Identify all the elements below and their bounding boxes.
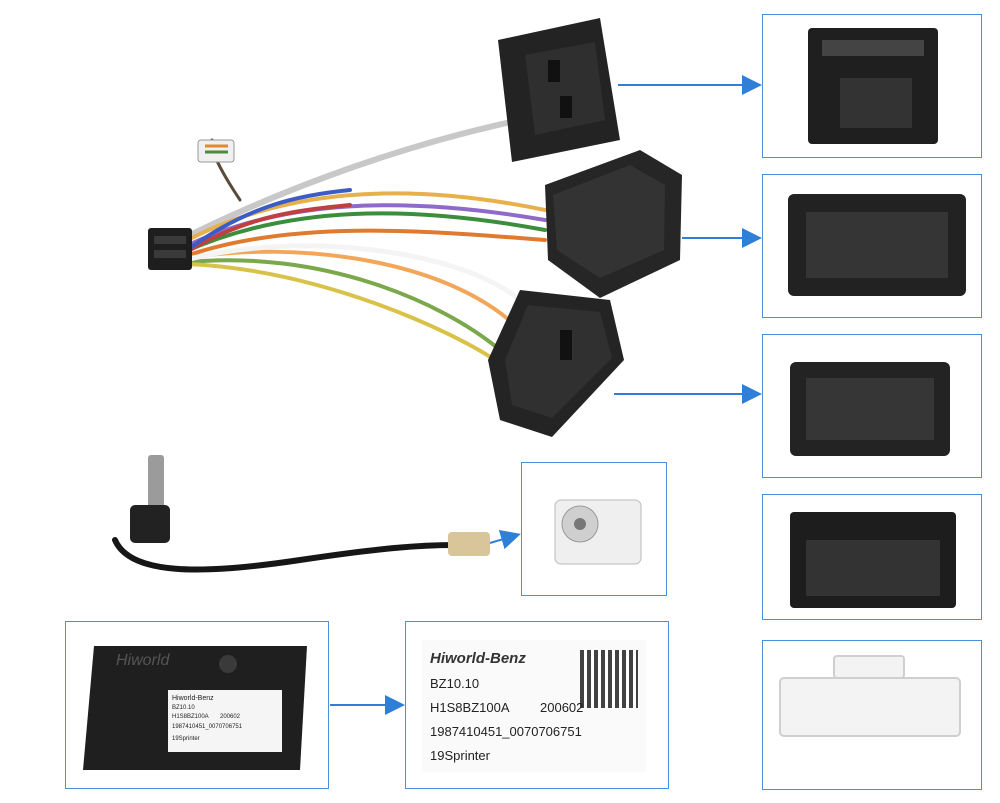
module-label-vehicle: 19Sprinter xyxy=(430,748,490,763)
module-logo: Hiworld xyxy=(116,652,170,669)
small-label-code: H1S8BZ100A xyxy=(172,714,209,720)
module-label-serial: 1987410451_0070706751 xyxy=(430,724,582,739)
module-label-code: H1S8BZ100A xyxy=(430,700,510,715)
antenna-adapter-cable xyxy=(112,455,490,573)
module-label-brand: Hiworld-Benz xyxy=(430,650,526,667)
small-label-serial: 1987410451_0070706751 xyxy=(172,724,243,730)
small-pigtail-connector xyxy=(197,139,235,163)
antenna-socket-face xyxy=(554,499,642,565)
module-label-card: Hiworld-Benz BZ10.10 H1S8BZ100A 200602 1… xyxy=(422,640,646,772)
connector-face-5 xyxy=(779,655,961,737)
small-label-date: 200602 xyxy=(220,714,241,720)
harness-connector-1 xyxy=(498,18,620,162)
qr-code-icon xyxy=(580,650,638,708)
pointer-lines xyxy=(330,75,762,715)
head-unit-plug xyxy=(148,228,192,270)
small-label-model: BZ10.10 xyxy=(172,705,195,711)
small-label-brand: Hiworld-Benz xyxy=(172,695,214,702)
connector-face-3 xyxy=(790,362,950,456)
harness-connector-3 xyxy=(488,290,624,437)
can-module-box xyxy=(83,646,307,770)
wire-bundle xyxy=(177,117,547,362)
connector-face-1 xyxy=(808,28,938,144)
small-label-vehicle: 19Sprinter xyxy=(172,736,200,742)
module-label-date: 200602 xyxy=(540,700,584,715)
harness-connector-2 xyxy=(545,150,682,298)
module-label-model: BZ10.10 xyxy=(430,676,480,691)
connector-face-4 xyxy=(790,512,956,608)
connector-face-2 xyxy=(788,194,966,296)
